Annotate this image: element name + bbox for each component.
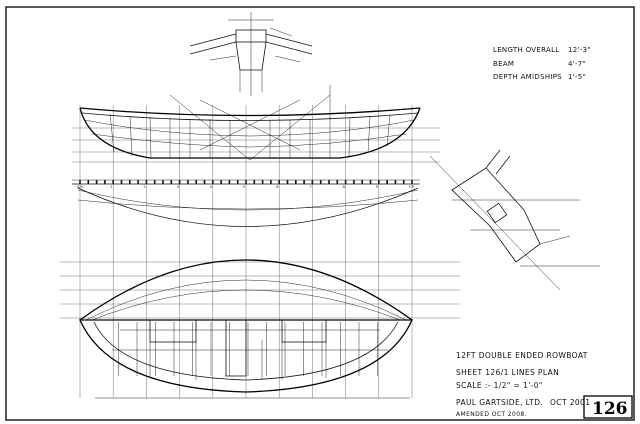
station-labels: A.P. 1 2 3 4 5 6 7 8 9 F.P. xyxy=(77,185,415,189)
station-label: 1 xyxy=(110,185,112,189)
station-tick xyxy=(195,180,197,184)
body-plan-arc xyxy=(77,187,419,227)
station-tick xyxy=(137,180,139,184)
station-tick xyxy=(87,180,90,184)
plan-ribs xyxy=(118,322,378,376)
spec-beam-value: 4'-7" xyxy=(568,60,586,68)
spec-depth-value: 1'-5" xyxy=(568,73,586,81)
spec-beam-label: BEAM xyxy=(493,60,514,68)
station-tick xyxy=(295,180,297,184)
spec-length-value: 12'-3" xyxy=(568,46,591,54)
drawing-date: OCT 2001 xyxy=(550,398,590,407)
station-tick xyxy=(129,180,131,184)
station-tick xyxy=(353,180,355,184)
station-tick xyxy=(220,180,222,184)
scale-info: SCALE :- 1/2" = 1'-0" xyxy=(456,381,543,390)
station-tick xyxy=(394,180,397,184)
rowlock-detail xyxy=(189,12,313,96)
station-tick xyxy=(253,180,256,184)
station-label: 5 xyxy=(243,185,245,189)
rowlock-section-detail xyxy=(429,149,600,291)
plan-view xyxy=(60,259,460,399)
station-tick xyxy=(319,180,322,184)
station-tick xyxy=(153,180,156,184)
station-label: 9 xyxy=(376,185,379,189)
sheet-info: SHEET 126/1 LINES PLAN xyxy=(456,368,559,377)
station-tick xyxy=(261,180,264,184)
station-tick xyxy=(303,180,305,184)
drawing-title: 12FT DOUBLE ENDED ROWBOAT xyxy=(456,351,588,360)
station-tick xyxy=(328,180,330,184)
station-tick xyxy=(369,180,372,184)
station-label: 8 xyxy=(343,185,346,189)
station-tick xyxy=(187,180,189,184)
sheet-number-box xyxy=(583,395,633,419)
station-tick xyxy=(286,180,289,184)
station-tick xyxy=(361,180,363,184)
station-label: 4 xyxy=(210,185,213,189)
designer-name: PAUL GARTSIDE, LTD. xyxy=(456,398,543,407)
station-label: F.P. xyxy=(409,185,415,189)
station-tick xyxy=(120,180,123,184)
profile-frames xyxy=(109,113,391,159)
sheet-number: 126 xyxy=(592,399,628,419)
station-tick xyxy=(336,180,339,184)
station-tick xyxy=(386,180,388,184)
station-tick xyxy=(203,180,206,184)
amended-date: AMENDED OCT 2008. xyxy=(456,411,527,418)
station-label: 3 xyxy=(177,185,179,189)
station-label: A.P. xyxy=(77,185,84,189)
station-tick xyxy=(270,180,272,184)
spec-length-label: LENGTH OVERALL xyxy=(493,46,559,54)
title-block: 12FT DOUBLE ENDED ROWBOAT SHEET 126/1 LI… xyxy=(456,351,633,419)
station-tick xyxy=(228,180,231,184)
station-tick xyxy=(95,180,98,184)
sheet-border xyxy=(5,6,635,421)
specs-block: LENGTH OVERALL 12'-3" BEAM 4'-7" DEPTH A… xyxy=(493,46,591,81)
station-tick xyxy=(104,180,106,184)
spec-depth-label: DEPTH AMIDSHIPS xyxy=(493,73,562,81)
station-label: 2 xyxy=(143,185,145,189)
station-tick xyxy=(236,180,239,184)
station-tick xyxy=(170,180,173,184)
station-label: 7 xyxy=(309,185,311,189)
station-label: 6 xyxy=(276,185,279,189)
station-tick xyxy=(402,180,405,184)
station-tick xyxy=(162,180,164,184)
profile-view xyxy=(72,85,440,163)
plan-thwarts xyxy=(112,319,388,380)
